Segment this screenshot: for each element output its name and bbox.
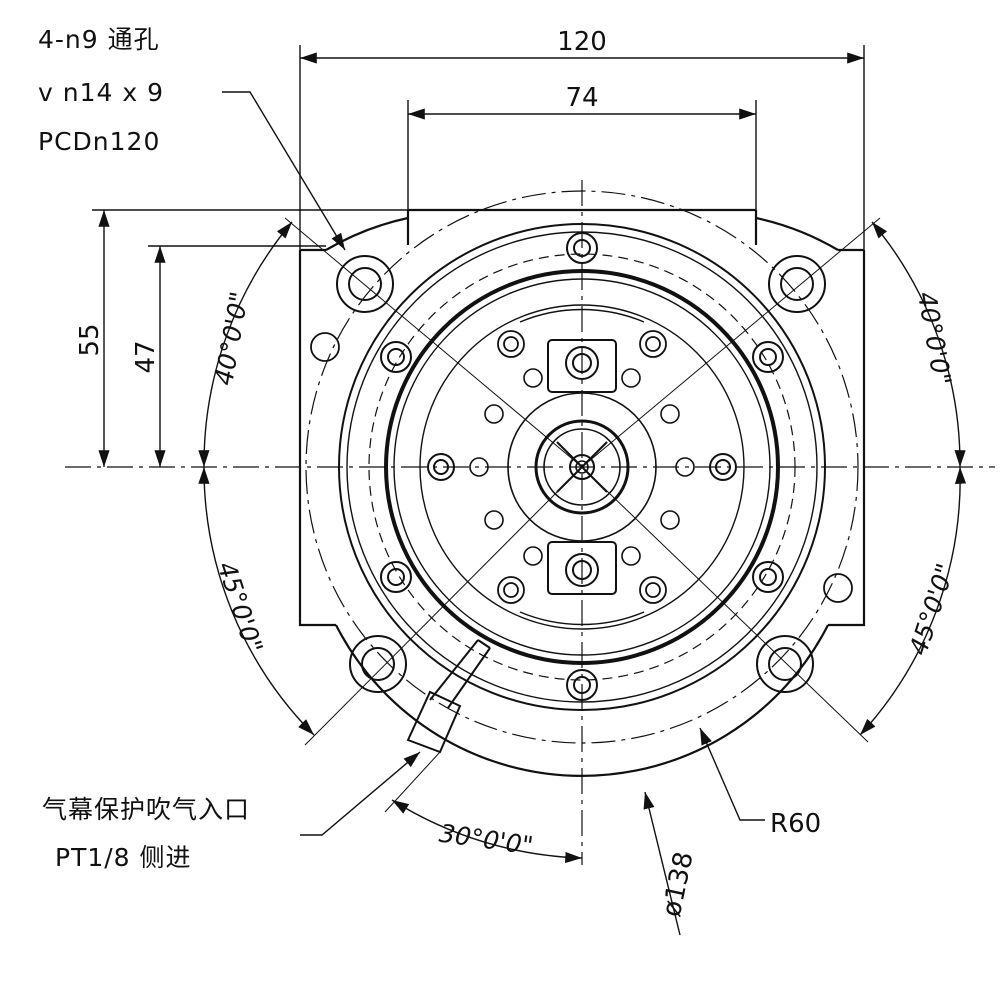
dim-label-55: 55 <box>75 323 105 356</box>
dim-label-radius: R60 <box>770 809 821 839</box>
air-inlet-port <box>406 639 491 754</box>
outer-screws <box>380 232 784 701</box>
dim-55 <box>92 209 408 467</box>
angle-label-bottom-right: 45°0'0" <box>904 560 961 659</box>
mounting-holes <box>336 255 826 693</box>
pcd-circle <box>305 190 859 744</box>
angle-label-top-left: 40°0'0" <box>209 289 254 387</box>
note-hole-line1: 4-n9 通孔 <box>38 25 160 54</box>
note-air-line2: PT1/8 侧进 <box>55 843 192 872</box>
inner-holes <box>469 368 695 566</box>
dim-label-47: 47 <box>131 340 161 373</box>
centerlines <box>65 180 995 865</box>
dim-label-diameter: ø138 <box>657 849 700 919</box>
angle-label-bottom: 30°0'0" <box>437 819 535 861</box>
note-hole-line2: v n14 x 9 <box>38 78 164 107</box>
angle-label-bottom-left: 45°0'0" <box>212 558 269 657</box>
inner-screws <box>497 330 667 604</box>
jaw-slots <box>519 308 645 626</box>
angle-arcs <box>198 217 967 864</box>
leaders <box>222 91 765 936</box>
dim-120 <box>299 45 865 250</box>
note-hole-line3: PCDn120 <box>38 127 160 156</box>
pin-holes <box>310 332 853 603</box>
dim-label-120: 120 <box>557 27 607 57</box>
dim-74 <box>407 100 757 210</box>
concentric-rings <box>338 223 826 711</box>
angle-label-top-right: 40°0'0" <box>912 289 957 387</box>
dim-label-74: 74 <box>565 83 598 113</box>
note-air-line1: 气幕保护吹气入口 <box>42 795 250 824</box>
